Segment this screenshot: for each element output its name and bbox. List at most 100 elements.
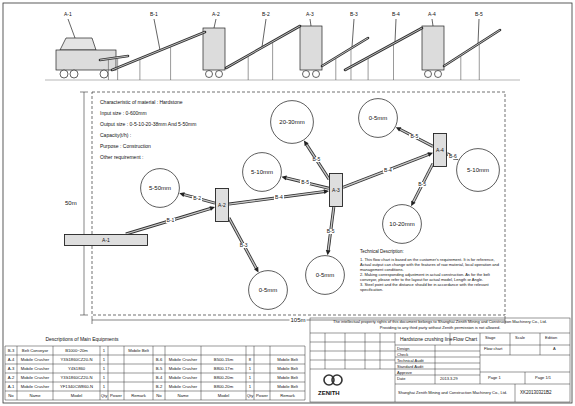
table-cell: A-2: [8, 376, 15, 380]
elevation-belts: [100, 26, 500, 80]
note-text: Standard Audit: [397, 365, 423, 369]
note-text: Stage: [485, 336, 495, 340]
table-cell: B-5: [156, 367, 163, 371]
stockpile-circle: 20-30mm: [270, 100, 314, 144]
belt-label: B-1: [166, 218, 176, 223]
table-cell: Name: [29, 394, 40, 398]
note-text: Other requirement :: [100, 155, 143, 160]
table-cell: Mobile Belt: [277, 367, 298, 371]
note-text: Flow chart: [484, 347, 502, 351]
machine-box: A-1: [64, 234, 148, 246]
stockpile-circle: 10-20mm: [382, 204, 422, 244]
table-cell: 1: [103, 349, 105, 353]
note-text: Check: [397, 353, 408, 357]
zenith-logo: [324, 375, 342, 385]
note-text: Output size : 0-5-10-20-38mm And 5-50mm: [100, 122, 196, 127]
table-cell: B800-20m: [214, 385, 233, 389]
note-text: Page 1: [488, 376, 501, 380]
note-text: ZENITH: [318, 390, 340, 396]
table-cell: Belt Conveyor: [22, 349, 48, 353]
note-text: Technical Description:: [360, 250, 404, 255]
note-text: XK20130321B2: [520, 391, 552, 396]
note-text: Capacity(t/h) :: [100, 133, 131, 138]
table-cell: Mobile Belt: [277, 358, 298, 362]
belt-conveyor: [304, 140, 329, 179]
note-text: Providing to any third party without Zen…: [380, 326, 501, 330]
table-cell: 1: [249, 376, 251, 380]
size-label: 5-10mm: [251, 169, 273, 175]
size-label: 20-30mm: [279, 119, 304, 125]
note-text: A: [553, 347, 556, 351]
callout-label: B-2: [262, 12, 270, 17]
size-label: 10-20mm: [389, 221, 414, 227]
table-cell: 1: [103, 358, 105, 362]
table-cell: Name: [177, 394, 188, 398]
note-text: 105m: [289, 317, 306, 323]
note-text: Descriptions of Main Equipments: [45, 337, 118, 342]
callout-label: A-4: [428, 12, 436, 17]
table-cell: B-4: [156, 376, 163, 380]
note-text: Flow Chart: [453, 337, 477, 342]
table-cell: No: [8, 394, 13, 398]
table-cell: 1: [103, 367, 105, 371]
belt-label: B-5: [409, 134, 419, 139]
table-cell: 1: [249, 367, 251, 371]
callout-label: B-1: [150, 12, 158, 17]
table-cell: Mobile Belt: [128, 349, 149, 353]
note-text: Page 1/1: [535, 376, 551, 380]
note-text: Scale: [515, 336, 525, 340]
size-label: 0-5mm: [369, 115, 388, 121]
note-text: Characteristic of material : Hardstone: [100, 100, 183, 105]
note-text: 3. Steel point and the distance should b…: [360, 282, 500, 292]
table-cell: Qty: [247, 394, 254, 398]
belt-conveyor: [396, 127, 433, 146]
table-cell: Qty: [101, 394, 108, 398]
table-cell: 1: [103, 376, 105, 380]
table-cell: Mobile Crusher: [169, 367, 197, 371]
table-cell: Mobile Crusher: [169, 376, 197, 380]
note-text: 50m: [64, 200, 78, 206]
belt-conveyor: [281, 176, 329, 189]
machine-box: A-2: [215, 188, 229, 222]
table-cell: Y4S1860: [68, 367, 85, 371]
equipment-table-grid: [5, 346, 305, 400]
table-cell: Mobile Crusher: [169, 358, 197, 362]
plan-frame: [92, 92, 505, 315]
table-cell: Remark: [131, 394, 146, 398]
table-cell: A-3: [8, 367, 15, 371]
table-cell: A-1: [8, 385, 15, 389]
belt-conveyor: [343, 152, 433, 187]
stockpile-circle: 5-10mm: [242, 152, 282, 192]
belt-label: B-4: [274, 195, 284, 200]
table-cell: Power: [110, 394, 122, 398]
table-cell: Mobile Belt: [277, 385, 298, 389]
belt-conveyor: [126, 206, 215, 234]
callout-label: B-4: [392, 12, 400, 17]
stockpile-circle: 0-5mm: [248, 270, 288, 310]
belt-conveyor: [229, 189, 329, 204]
table-cell: 1: [103, 385, 105, 389]
belt-label: B-5: [326, 229, 336, 234]
note-text: Technical Audit: [397, 359, 424, 363]
table-cell: B-6: [156, 358, 163, 362]
table-cell: Remark: [280, 394, 295, 398]
belt-label: B-6: [448, 154, 458, 159]
table-cell: B800-20m: [214, 376, 233, 380]
table-cell: Y3S1860CZ20-N: [61, 376, 93, 380]
machine-box: A-3: [329, 173, 343, 207]
machine-label: A-2: [218, 203, 226, 208]
size-label: 0-5mm: [316, 272, 335, 278]
table-cell: B1000~20m: [65, 349, 88, 353]
note-text: 1. This flow chart is based on the custo…: [360, 257, 500, 272]
table-cell: 8: [249, 358, 251, 362]
note-text: The intellectual property rights of this…: [333, 320, 547, 324]
note-text: Input size : 0-600mm: [100, 111, 147, 116]
table-cell: Mobile Crusher: [21, 385, 49, 389]
belt-label: B-3: [239, 243, 249, 248]
callout-label: B-5: [475, 12, 483, 17]
table-cell: Mobile Crusher: [169, 385, 197, 389]
dimension-lines: [80, 92, 505, 324]
belt-label: B-5: [417, 182, 427, 187]
table-cell: Mobile Crusher: [21, 367, 49, 371]
